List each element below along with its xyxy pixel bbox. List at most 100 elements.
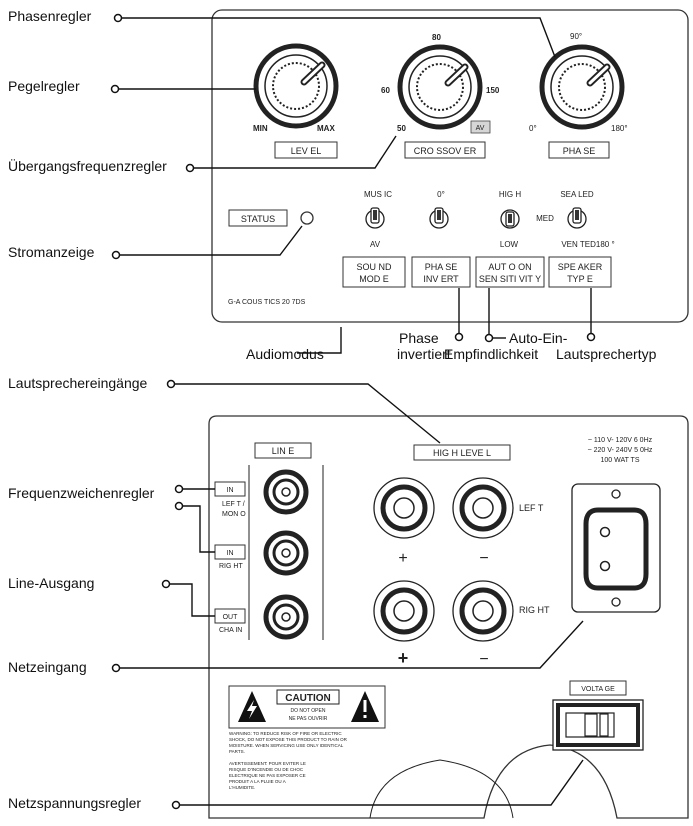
crossover-80-label: 80 <box>432 33 441 42</box>
warning-fr-5: L'HUMIDITE. <box>229 785 255 790</box>
exclamation-warning-icon <box>351 691 379 722</box>
warning-en-1: WARNING: TO REDUCE RISK OF FIRE OR ELECT… <box>229 731 342 736</box>
high-level-label-box <box>413 444 511 461</box>
phase-knob[interactable] <box>539 44 625 130</box>
level-knob[interactable] <box>253 43 339 129</box>
binding-post-right-negative[interactable] <box>452 580 514 642</box>
caution-ne-pas-ouvrir: NE PAS OUVRIR <box>289 716 328 722</box>
speaker-type-line2: TYP E <box>567 274 593 284</box>
callout-line-output-line <box>166 583 215 617</box>
callout-level-control: Pegelregler <box>8 78 80 94</box>
binding-post-left-negative[interactable] <box>452 477 514 539</box>
auto-on-sensitivity-switch[interactable] <box>500 209 520 229</box>
power-rating-1: ~ 110 V- 120V 6 0Hz <box>588 437 653 444</box>
callout-power-indicator-line <box>116 225 303 256</box>
level-max-label: MAX <box>317 124 335 133</box>
sound-mode-av-label: AV <box>370 240 381 249</box>
callout-level-control-dot <box>110 84 120 94</box>
caution-title: CAUTION <box>285 693 331 704</box>
sound-mode-music-label: MUS IC <box>364 190 392 199</box>
sensitivity-high-label: HIG H <box>499 190 521 199</box>
callout-crossover-control-dot <box>185 163 195 173</box>
level-label-box <box>274 141 338 159</box>
crossover-knob[interactable] <box>397 44 483 130</box>
callout-power-input: Netzeingang <box>8 659 87 675</box>
sound-mode-switch[interactable] <box>365 207 385 229</box>
level-min-label: MIN <box>253 124 268 133</box>
callout-line-output-dot <box>161 579 171 589</box>
binding-post-left-positive[interactable] <box>373 477 435 539</box>
left-label: LEF T <box>519 503 544 513</box>
rca-out-jack[interactable] <box>263 594 309 640</box>
chain-label: CHA IN <box>219 627 242 634</box>
callout-voltage-selector: Netzspannungsregler <box>8 795 141 811</box>
callout-auto-on-dot <box>484 333 494 343</box>
callout-speaker-type-dot <box>586 332 596 342</box>
callout-voltage-selector-dot <box>171 800 181 810</box>
speaker-type-switch[interactable] <box>567 207 587 229</box>
line-out-label: OUT <box>223 614 239 621</box>
minus-sign-top: − <box>479 550 488 567</box>
rca-right-jack[interactable] <box>263 530 309 576</box>
rca-left-jack[interactable] <box>263 469 309 515</box>
phase-invert-switch[interactable] <box>429 207 449 229</box>
callout-crossover-regulator-line-2 <box>179 505 215 553</box>
line-in-right-label: IN <box>227 550 234 557</box>
line-label-box <box>254 442 312 459</box>
crossover-av-label: AV <box>476 125 485 132</box>
sound-mode-line2: MOD E <box>359 274 389 284</box>
speaker-type-line1: SPE AKER <box>558 262 603 272</box>
model-name: G-A COUS TICS 20 7DS <box>228 299 306 306</box>
status-label-box <box>228 209 288 227</box>
callout-audio-mode-line <box>297 327 342 354</box>
callout-crossover-control: Übergangsfrequenzregler <box>8 157 167 174</box>
left-mono-1: LEF T / <box>222 501 245 508</box>
plus-sign-bottom: + <box>398 648 409 668</box>
level-label: LEV EL <box>291 146 322 156</box>
warning-fr-2: RISQUE D'INCENDIE OU DE CHOC <box>229 767 304 772</box>
phase-invert-line2: INV ERT <box>423 274 459 284</box>
warning-fr-4: PRODUIT A LA PLUIE OU A <box>229 779 286 784</box>
right-label-1: RIG HT <box>219 563 243 570</box>
plus-sign-top: + <box>398 550 407 567</box>
callout-line-output: Line-Ausgang <box>8 575 94 591</box>
warning-fr-1: AVERTISSEMENT: POUR EVITER LE <box>229 761 306 766</box>
callout-crossover-control-line <box>190 135 397 169</box>
line-label: LIN E <box>272 446 295 456</box>
phase-label: PHA SE <box>563 146 596 156</box>
callout-phase-control: Phasenregler <box>8 8 92 24</box>
warning-fr-3: ELECTRIQUE NE PAS EXPOSER CE <box>229 773 306 778</box>
callout-crossover-regulator-dot-1 <box>174 484 184 494</box>
phase-label-box <box>548 141 610 159</box>
callout-speaker-inputs-line <box>171 383 441 444</box>
minus-sign-bottom: − <box>479 651 488 668</box>
crossover-label-box <box>404 141 486 159</box>
phase-invert-line1: PHA SE <box>425 262 458 272</box>
callout-phase-invert-1: Phase <box>399 330 439 346</box>
callout-phase-invert-2: invertiert <box>397 346 451 362</box>
warning-en-2: SHOCK, DO NOT EXPOSE THIS PRODUCT TO RAI… <box>229 737 348 742</box>
high-level-label: HIG H LEVE L <box>433 448 491 458</box>
lightning-warning-icon <box>238 691 266 722</box>
right-label-2: RIG HT <box>519 605 550 615</box>
voltage-label-box <box>569 680 627 696</box>
voltage-selector-switch[interactable] <box>552 699 644 751</box>
warning-en-4: PARTS. <box>229 749 245 754</box>
callout-auto-on-1: Auto-Ein- <box>509 330 568 346</box>
phase-90-label: 90° <box>570 32 582 41</box>
speaker-vented-label: VEN TED180 ° <box>561 240 614 249</box>
callout-crossover-regulator: Frequenzweichenregler <box>8 485 155 501</box>
caution-do-not-open: DO NOT OPEN <box>291 708 326 714</box>
power-inlet-socket[interactable] <box>571 483 661 613</box>
callout-auto-on-2: Empfindlichkeit <box>444 346 538 362</box>
status-label: STATUS <box>241 214 275 224</box>
line-in-left-label: IN <box>227 487 234 494</box>
callout-power-indicator-dot <box>111 250 121 260</box>
callout-speaker-type: Lautsprechertyp <box>556 346 657 362</box>
callout-power-input-line <box>116 620 584 669</box>
sensitivity-med-label: MED <box>536 214 554 223</box>
binding-post-right-positive[interactable] <box>373 580 435 642</box>
auto-on-box <box>475 256 545 288</box>
sensitivity-low-label: LOW <box>500 240 519 249</box>
